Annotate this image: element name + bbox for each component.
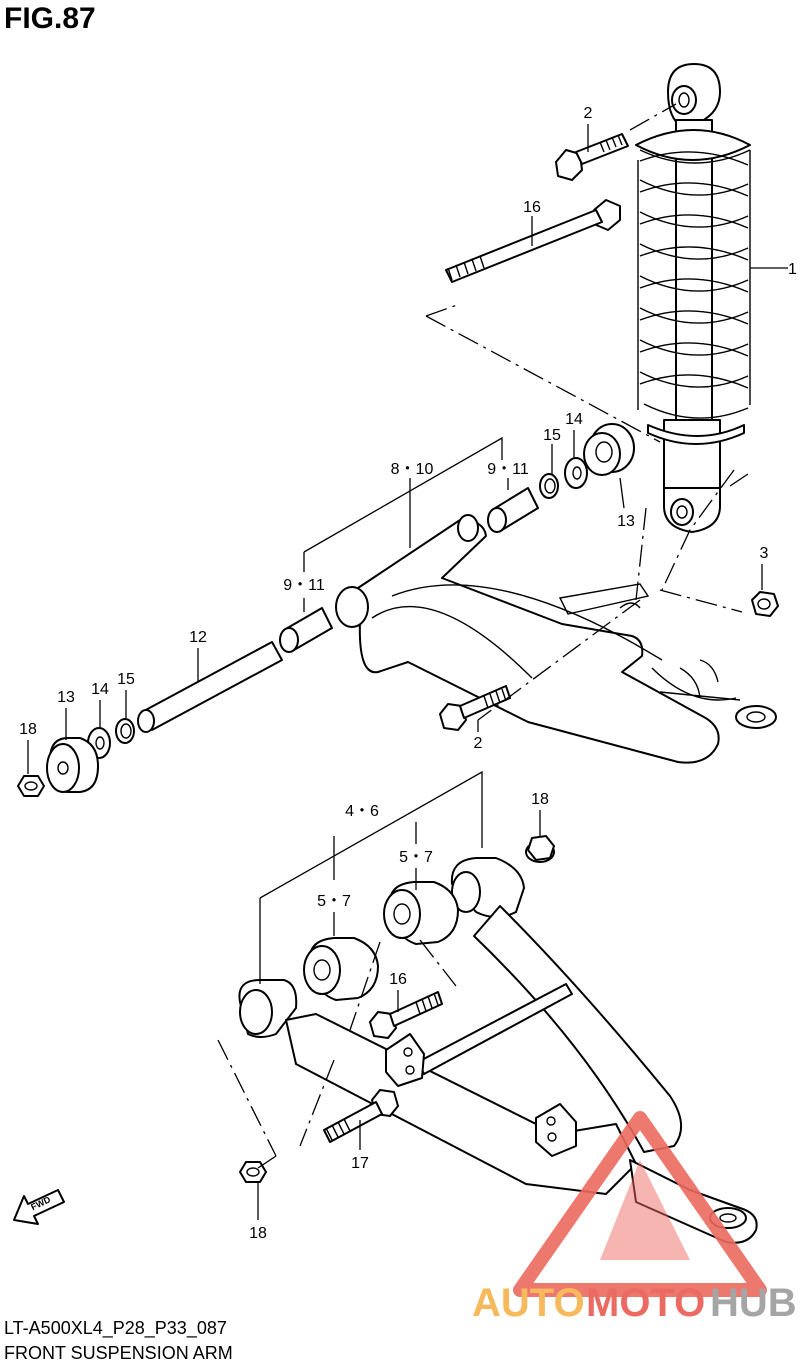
watermark-logo: AUTO MOTO HUB (472, 1111, 797, 1325)
callout-18-left: 18 (19, 721, 37, 738)
callout-1: 1 (788, 261, 797, 278)
callout-4-6: 4・6 (345, 803, 379, 820)
watermark-hub: HUB (710, 1281, 797, 1325)
lower-suspension-arm (238, 857, 758, 1244)
fwd-arrow: FWD (13, 1189, 65, 1225)
callout-16-lower: 16 (389, 971, 407, 988)
bushing-5-7-left (303, 937, 379, 1001)
callout-5-7-left: 5・7 (317, 893, 351, 910)
watermark-auto: AUTO (472, 1281, 585, 1325)
callout-15-left: 15 (117, 671, 135, 688)
callout-8-10: 8・10 (391, 461, 434, 478)
callout-18-bottom: 18 (249, 1225, 267, 1242)
callout-16-top: 16 (523, 199, 541, 216)
bushing-9-11-left (279, 607, 333, 653)
bolt-17 (323, 1089, 399, 1143)
bolt-2-bottom (439, 685, 511, 731)
callout-9-11-right: 9・11 (487, 461, 529, 478)
collar-13-left (46, 737, 99, 793)
watermark-moto: MOTO (586, 1281, 705, 1325)
bushing-9-11-right (487, 487, 539, 533)
callout-15-right: 15 (543, 427, 561, 444)
upper-suspension-arm (335, 514, 777, 764)
bolt-16-long (445, 199, 621, 283)
callout-14-right: 14 (565, 411, 583, 428)
seal-15-left (115, 718, 135, 744)
shock-absorber (635, 63, 751, 533)
callout-3: 3 (760, 545, 769, 562)
callout-12: 12 (189, 629, 207, 646)
collar-13-right (583, 423, 635, 476)
diagram-title: FRONT SUSPENSION ARM (4, 1343, 233, 1363)
callout-2-top: 2 (584, 105, 593, 122)
nut-3 (751, 591, 779, 617)
diagram-code: LT-A500XL4_P28_P33_087 (4, 1318, 227, 1338)
nut-18-right (525, 835, 555, 863)
callout-17: 17 (351, 1155, 369, 1172)
callout-18-right: 18 (531, 791, 549, 808)
callout-13-left: 13 (57, 689, 75, 706)
nut-18-left (17, 775, 45, 797)
bushing-5-7-right (383, 881, 459, 945)
coil-spring (635, 129, 751, 445)
callout-labels: 2 16 1 14 15 8・10 9・11 13 3 9・11 12 13 1… (19, 105, 797, 1242)
callout-13-right: 13 (617, 513, 635, 530)
seal-15-right (539, 473, 559, 499)
callout-14-left: 14 (91, 681, 109, 698)
bolt-16-lower (369, 991, 443, 1039)
dashed-alignment-lines (217, 103, 749, 1169)
callout-5-7-right: 5・7 (399, 849, 433, 866)
bolt-2-top (555, 133, 629, 181)
callout-2-bottom: 2 (474, 735, 483, 752)
callout-9-11-left: 9・11 (283, 577, 325, 594)
figure-title: FIG.87 (4, 2, 96, 35)
washer-14-right (564, 457, 588, 489)
sleeve-12 (137, 641, 283, 733)
leader-lines (27, 124, 788, 1220)
